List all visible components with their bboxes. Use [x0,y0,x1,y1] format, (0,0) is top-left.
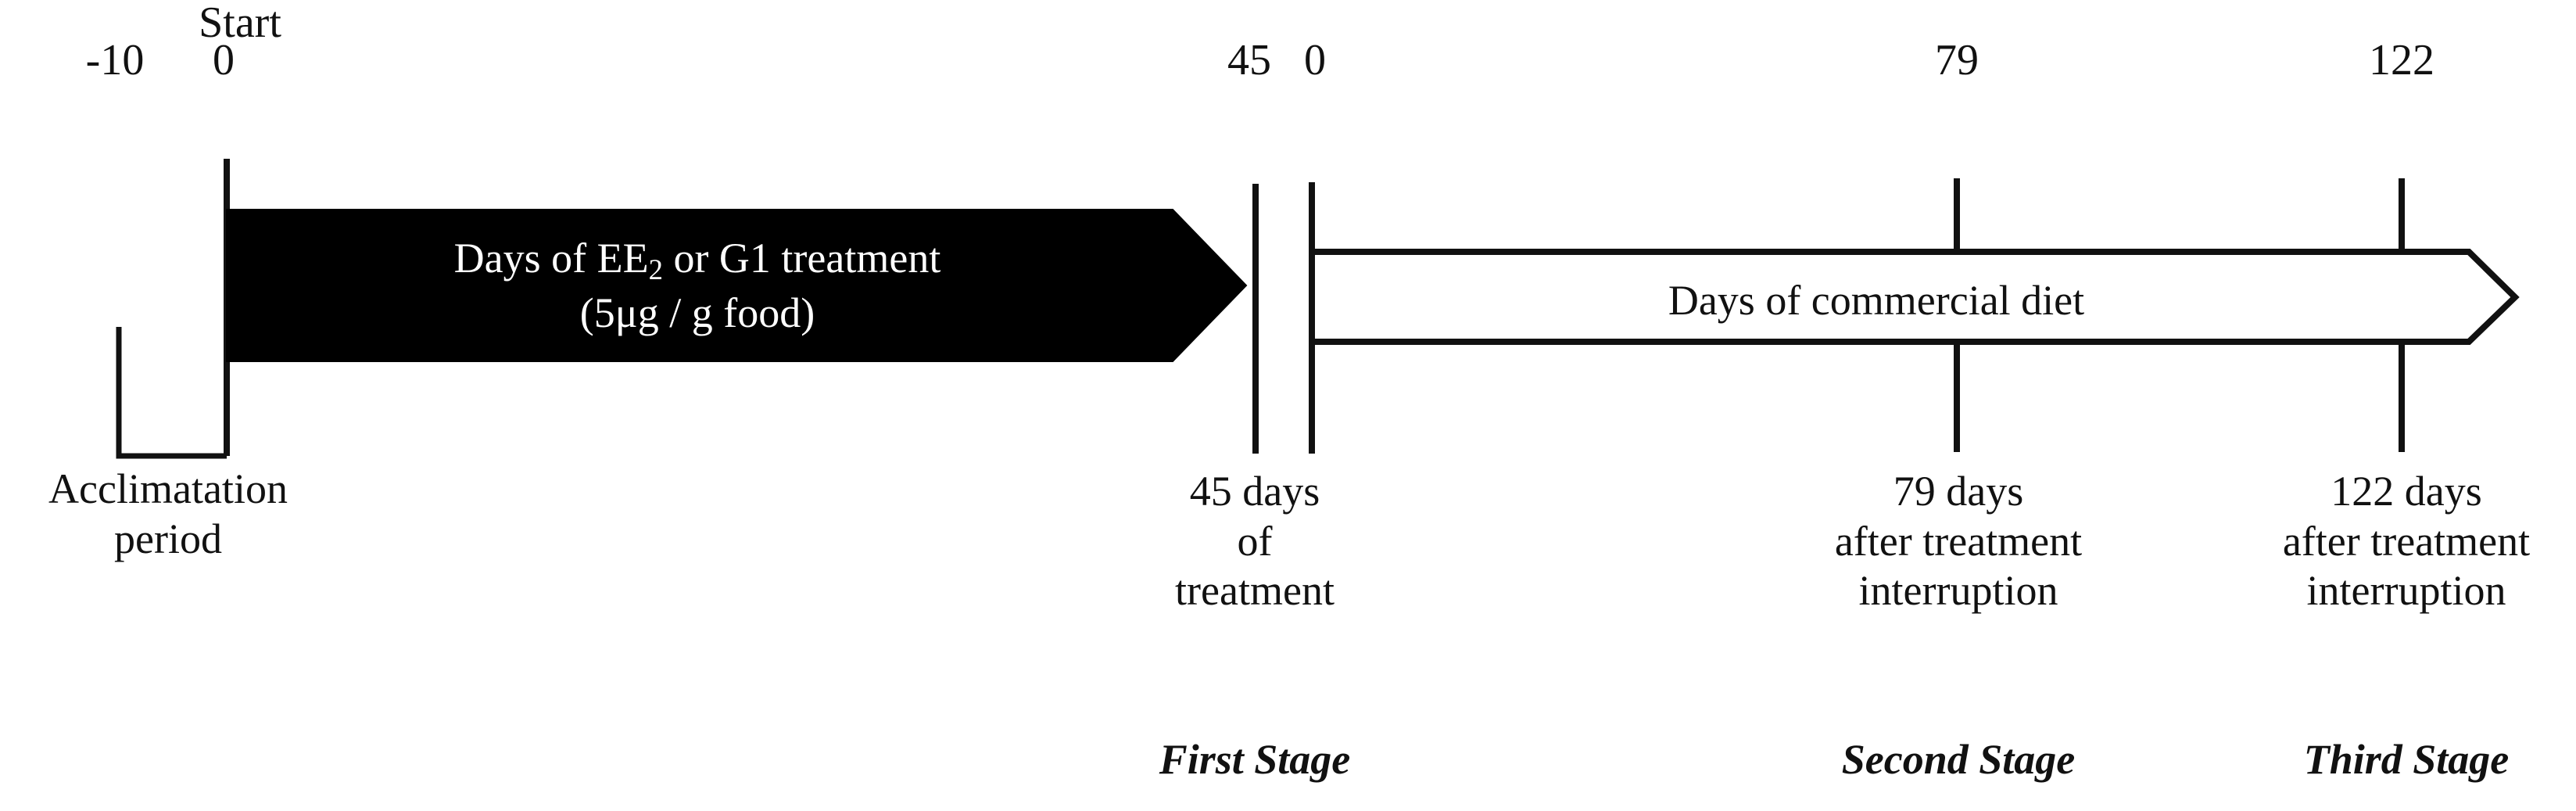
treatment-arrow-line-2: (5μg / g food) [579,289,815,336]
tick-label-79: 79 [1935,36,1979,84]
third-stage-note-line-1: 122 days [2331,468,2482,515]
treatment-arrow-line-1-subscript: 2 [648,253,663,286]
treatment-arrow-shape [226,209,1248,362]
tick-label-45: 45 [1227,36,1271,84]
treatment-arrow-label: Days of EE2 or G1 treatment (5μg / g foo… [454,233,941,339]
first-stage-note-line-3: treatment [1175,567,1335,615]
tick-label-122: 122 [2369,36,2434,84]
first-stage-title: First Stage [1159,736,1351,783]
treatment-arrow-line-1-prefix: Days of EE [453,235,649,282]
second-stage-note-line-1: 79 days [1893,468,2024,515]
acclimation-line-1: Acclimatation [48,465,288,512]
tick-label-0-start: 0 [213,36,235,84]
first-stage-note: 45 days of treatment [1175,467,1335,616]
second-stage-note: 79 days after treatment interruption [1835,467,2082,616]
treatment-arrow-line-1-suffix: or G1 treatment [662,235,941,282]
third-stage-title: Third Stage [2303,736,2510,783]
third-stage-note-line-3: interruption [2306,567,2506,615]
first-stage-note-line-1: 45 days [1189,468,1320,515]
first-stage-note-line-2: of [1237,517,1273,565]
acclimation-bracket [116,327,227,459]
second-stage-note-line-2: after treatment [1834,517,2083,565]
third-stage-note: 122 days after treatment interruption [2283,467,2530,616]
diet-arrow-shape [1309,249,2520,345]
third-stage-note-line-2: after treatment [2282,517,2531,565]
tick-label--10: -10 [85,36,145,84]
tick-label-0-recovery: 0 [1304,36,1326,84]
acclimation-line-2: period [114,515,222,562]
second-stage-title: Second Stage [1841,736,2076,783]
acclimation-period-label: Acclimatation period [48,465,288,564]
treatment-arrow-line-1: Days of EE2 or G1 treatment [454,233,941,288]
start-label: Start [199,0,281,47]
second-stage-note-line-3: interruption [1858,567,2058,615]
diet-arrow-label: Days of commercial diet [1668,277,2085,324]
